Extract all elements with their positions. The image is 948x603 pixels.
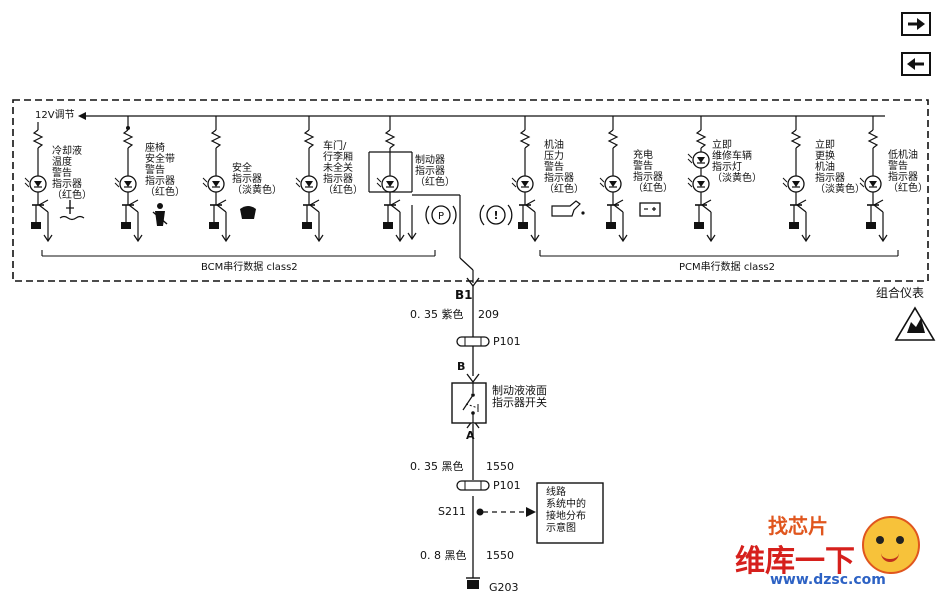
splice-node (476, 508, 484, 516)
arrow-right-icon (908, 18, 925, 30)
indicator-label-security: 安全 指示器 （淡黄色） (232, 163, 282, 196)
parking-brake-symbol: P (438, 211, 444, 222)
indicator-channel-10 (859, 116, 888, 243)
indicator-channels (24, 116, 888, 243)
wire-209-spec: 0. 35 紫色 (410, 308, 464, 321)
indicator-channel-6 (511, 116, 540, 243)
wire-1550-circuit-upper: 1550 (486, 460, 514, 473)
indicator-channel-7 (599, 116, 628, 243)
wire-1550-circuit-lower: 1550 (486, 549, 514, 562)
supply-arrow (78, 112, 86, 120)
indicator-label-charging: 充电 警告 指示器 （红色） (633, 150, 673, 194)
ground-g203-icon (466, 577, 480, 589)
arrow-left-icon (907, 58, 924, 70)
indicator-label-change-oil: 立即 更换 机油 指示器 （淡黄色） (815, 140, 865, 195)
p101-bottom-connector-icon (456, 480, 490, 491)
pcm-serial-data-label: PCM串行数据 class2 (676, 262, 779, 274)
indicator-label-door-trunk-ajar: 车门/ 行李厢 未全关 指示器 （红色） (323, 141, 363, 196)
pin-a-label: A (466, 429, 475, 442)
security-icon (240, 206, 256, 219)
instrument-cluster-title: 组合仪表 (876, 286, 925, 300)
watermark-line1: 找芯片 (768, 514, 828, 538)
watermark-url: www.dzsc.com (770, 572, 886, 588)
battery-icon (639, 202, 661, 217)
indicator-channel-9 (782, 116, 811, 243)
bcm-serial-data-label: BCM串行数据 class2 (198, 262, 301, 274)
next-page-button[interactable] (901, 12, 931, 36)
indicator-channel-1 (24, 116, 53, 243)
bcm-bus-bracket (41, 250, 436, 257)
brake-fluid-level-switch (451, 382, 487, 424)
seatbelt-icon (152, 203, 168, 226)
brake-warning-symbol: ! (493, 209, 498, 222)
indicator-label-coolant-temp: 冷却液 温度 警告 指示器 （红色） (52, 146, 92, 201)
indicator-channel-8 (687, 116, 716, 243)
oil-can-icon (551, 200, 585, 217)
previous-page-button[interactable] (901, 52, 931, 76)
brake-warning-icon: ! (479, 204, 513, 226)
indicator-label-seatbelt: 座椅 安全带 警告 指示器 （红色） (145, 143, 185, 198)
pcm-bus-bracket (539, 250, 899, 257)
brake-fluid-circuit (466, 277, 536, 578)
indicator-channel-4 (295, 116, 324, 243)
coolant-temperature-icon (59, 200, 85, 221)
watermark-mascot-icon (862, 516, 920, 574)
p101-bottom-label: P101 (493, 479, 521, 492)
brake-indicator-circuit (368, 151, 474, 283)
parking-brake-icon: P (425, 205, 457, 225)
esd-warning-icon (894, 306, 936, 341)
indicator-channel-2 (114, 129, 143, 243)
cluster-boundary (12, 99, 929, 282)
indicator-label-low-oil: 低机油 警告 指示器 （红色） (888, 150, 928, 194)
wire-209-circuit: 209 (478, 308, 499, 321)
indicator-channel-5 (376, 116, 405, 243)
indicator-channel-3 (202, 116, 231, 243)
connector-b1-label: B1 (455, 288, 473, 302)
wire-1550-spec-lower: 0. 8 黑色 (420, 549, 467, 562)
p101-top-connector-icon (456, 336, 490, 347)
ground-distribution-ref-box (536, 482, 604, 544)
p101-top-label: P101 (493, 335, 521, 348)
watermark-brand: 维库一下 (735, 544, 855, 579)
brake-fluid-switch-label: 制动液液面 指示器开关 (492, 384, 547, 409)
indicator-label-oil-pressure: 机油 压力 警告 指示器 （红色） (544, 140, 584, 195)
indicator-label-brake: 制动器 指示器 （红色） (415, 155, 455, 188)
pin-b-label: B (457, 360, 466, 373)
wire-1550-spec-upper: 0. 35 黑色 (410, 460, 464, 473)
ground-g203-label: G203 (489, 581, 519, 594)
indicator-label-service-vehicle: 立即 维修车辆 指示灯 （淡黄色） (712, 140, 762, 184)
splice-s211-label: S211 (438, 505, 466, 518)
ground-distribution-ref-text: 线路 系统中的 接地分布 示意图 (546, 487, 586, 534)
supply-12v-label: 12V调节 (33, 110, 77, 122)
